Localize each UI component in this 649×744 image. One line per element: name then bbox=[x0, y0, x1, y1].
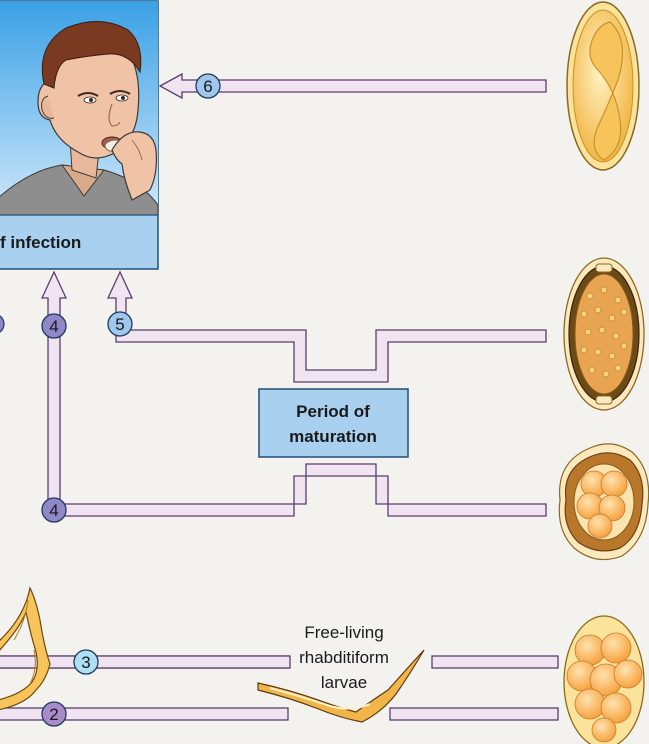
marker-4-upper-label: 4 bbox=[49, 317, 58, 336]
pathway-6-arrow bbox=[158, 72, 547, 100]
free-living-line-1: Free-living bbox=[304, 623, 383, 642]
marker-6 bbox=[195, 73, 221, 99]
pathway-2-arrow-left bbox=[0, 707, 289, 721]
marker-6-label: 6 bbox=[203, 77, 212, 96]
free-living-line-3: larvae bbox=[321, 673, 367, 692]
pathway-4: 4 4 bbox=[40, 270, 547, 523]
pathway-5-arrow bbox=[106, 270, 547, 383]
marker-5-label: 5 bbox=[115, 315, 124, 334]
marker-5 bbox=[107, 311, 133, 337]
free-living-label: Free-living rhabditiform larvae bbox=[299, 623, 389, 692]
maturation-line-2: maturation bbox=[289, 427, 377, 446]
free-living-line-2: rhabditiform bbox=[299, 648, 389, 667]
marker-4-lower-label: 4 bbox=[49, 501, 58, 520]
maturation-line-1: Period of bbox=[296, 402, 370, 421]
marker-4-lower bbox=[41, 497, 67, 523]
pathway-6: 6 bbox=[158, 72, 547, 100]
barrel-egg bbox=[563, 257, 645, 411]
pathway-3: 3 bbox=[0, 649, 559, 675]
marker-3 bbox=[73, 649, 99, 675]
pathway-5: 5 bbox=[106, 270, 547, 383]
free-living-larva bbox=[257, 649, 425, 723]
marker-partial-left bbox=[0, 315, 5, 333]
adult-worm bbox=[0, 586, 51, 711]
pathway-4-arrow bbox=[40, 270, 547, 517]
marker-2 bbox=[41, 701, 67, 727]
marker-2-label: 2 bbox=[49, 705, 58, 724]
infection-panel: f infection bbox=[0, 0, 159, 270]
embryonated-egg bbox=[566, 1, 640, 171]
pathway-3-arrow-left bbox=[0, 655, 291, 669]
infection-box-label: f infection bbox=[0, 233, 81, 252]
morula-egg bbox=[563, 615, 645, 744]
pathway-2-arrow-right bbox=[389, 707, 559, 721]
mammillated-egg bbox=[558, 443, 649, 561]
maturation-box: Period of maturation bbox=[258, 388, 409, 458]
maturation-box-frame bbox=[258, 388, 409, 458]
pathway-3-arrow-right bbox=[431, 655, 559, 669]
person-illustration bbox=[0, 20, 159, 216]
marker-3-label: 3 bbox=[81, 653, 90, 672]
marker-4-upper bbox=[41, 313, 67, 339]
pathway-2: 2 bbox=[0, 701, 559, 727]
